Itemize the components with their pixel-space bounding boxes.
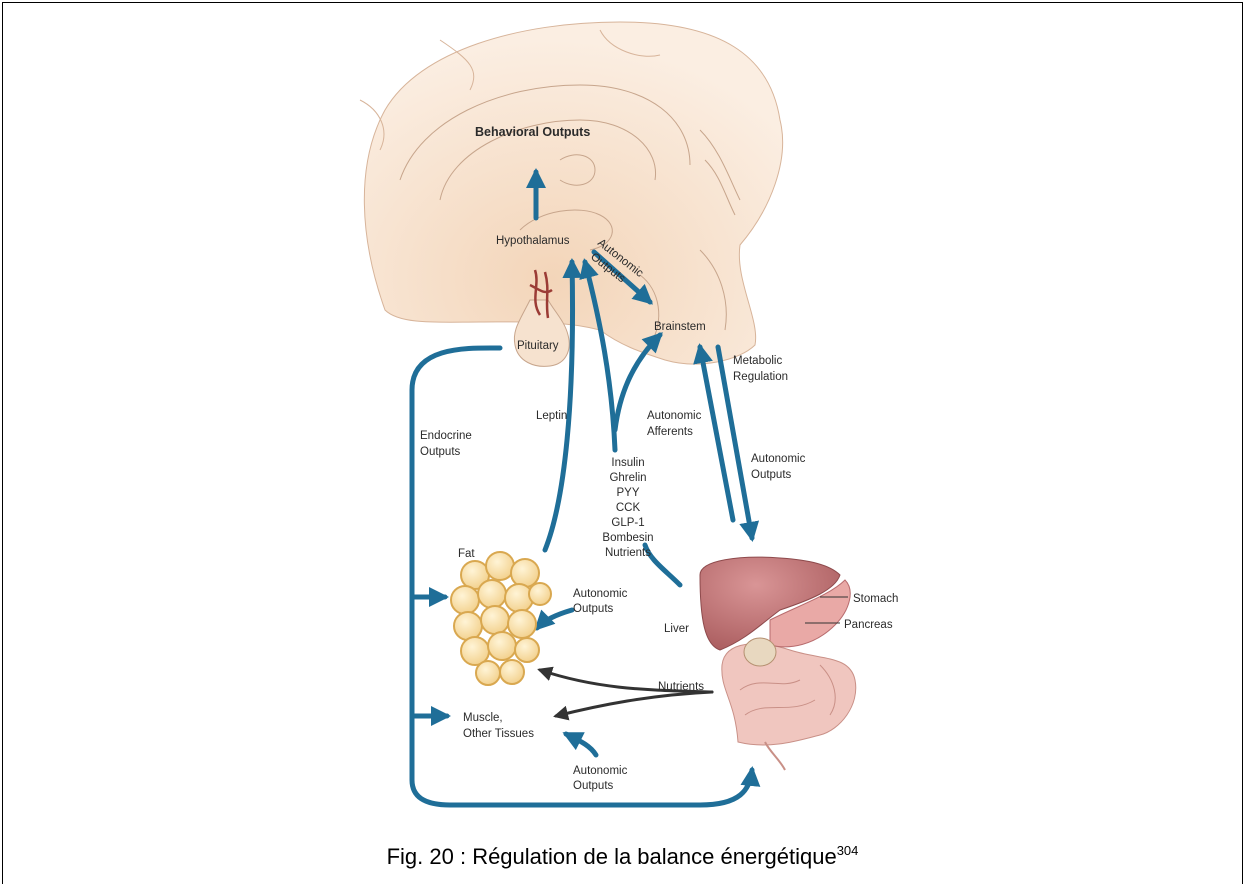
fat-tissue xyxy=(451,552,551,685)
label-endocrine-outputs-1: Endocrine xyxy=(420,430,472,442)
signal-cck: CCK xyxy=(616,502,641,514)
arrow-nutrients-muscle xyxy=(556,692,712,716)
signal-pyy: PYY xyxy=(616,487,639,499)
signal-ghrelin: Ghrelin xyxy=(609,472,646,484)
label-muscle-2: Other Tissues xyxy=(463,728,534,740)
intestines xyxy=(722,644,856,745)
signal-bombesin: Bombesin xyxy=(602,532,653,544)
label-stomach: Stomach xyxy=(853,593,898,605)
signal-glp1: GLP-1 xyxy=(611,517,644,529)
caption-reference: 304 xyxy=(837,843,859,858)
label-muscle-1: Muscle, xyxy=(463,712,503,724)
label-behavioral-outputs: Behavioral Outputs xyxy=(475,125,590,139)
label-endocrine-outputs-2: Outputs xyxy=(420,446,461,458)
label-fat: Fat xyxy=(458,548,475,560)
signal-insulin: Insulin xyxy=(611,457,644,469)
label-pituitary: Pituitary xyxy=(517,340,559,352)
arrow-autonomic-outputs-muscle xyxy=(566,734,596,755)
label-leptin: Leptin xyxy=(536,410,567,422)
arrow-autonomic-afferents xyxy=(700,347,733,520)
caption-text: Fig. 20 : Régulation de la balance énerg… xyxy=(387,844,837,869)
label-brainstem: Brainstem xyxy=(654,321,706,333)
label-autonomic-outputs-fat-1: Autonomic xyxy=(573,588,628,600)
nutrient-arrows xyxy=(540,670,712,716)
label-autonomic-outputs-right-1: Autonomic xyxy=(751,453,806,465)
label-nutrients: Nutrients xyxy=(658,681,704,693)
label-autonomic-afferents-1: Autonomic xyxy=(647,410,702,422)
liver-gut-illustration xyxy=(700,557,856,770)
gallbladder xyxy=(744,638,776,666)
label-autonomic-afferents-2: Afferents xyxy=(647,426,693,438)
label-hypothalamus: Hypothalamus xyxy=(496,235,570,247)
label-autonomic-outputs-bottom-2: Outputs xyxy=(573,780,614,792)
signal-nutrients: Nutrients xyxy=(605,547,651,559)
label-metabolic-regulation-2: Regulation xyxy=(733,371,788,383)
label-metabolic-regulation-1: Metabolic xyxy=(733,355,782,367)
signal-list: Insulin Ghrelin PYY CCK GLP-1 Bombesin N… xyxy=(602,457,653,559)
figure-caption: Fig. 20 : Régulation de la balance énerg… xyxy=(0,843,1245,870)
arrow-autonomic-outputs-fat xyxy=(537,610,572,628)
label-autonomic-outputs-bottom-1: Autonomic xyxy=(573,765,628,777)
label-pancreas: Pancreas xyxy=(844,619,893,631)
label-autonomic-outputs-right-2: Outputs xyxy=(751,469,792,481)
label-autonomic-outputs-fat-2: Outputs xyxy=(573,603,614,615)
label-liver: Liver xyxy=(664,623,689,635)
